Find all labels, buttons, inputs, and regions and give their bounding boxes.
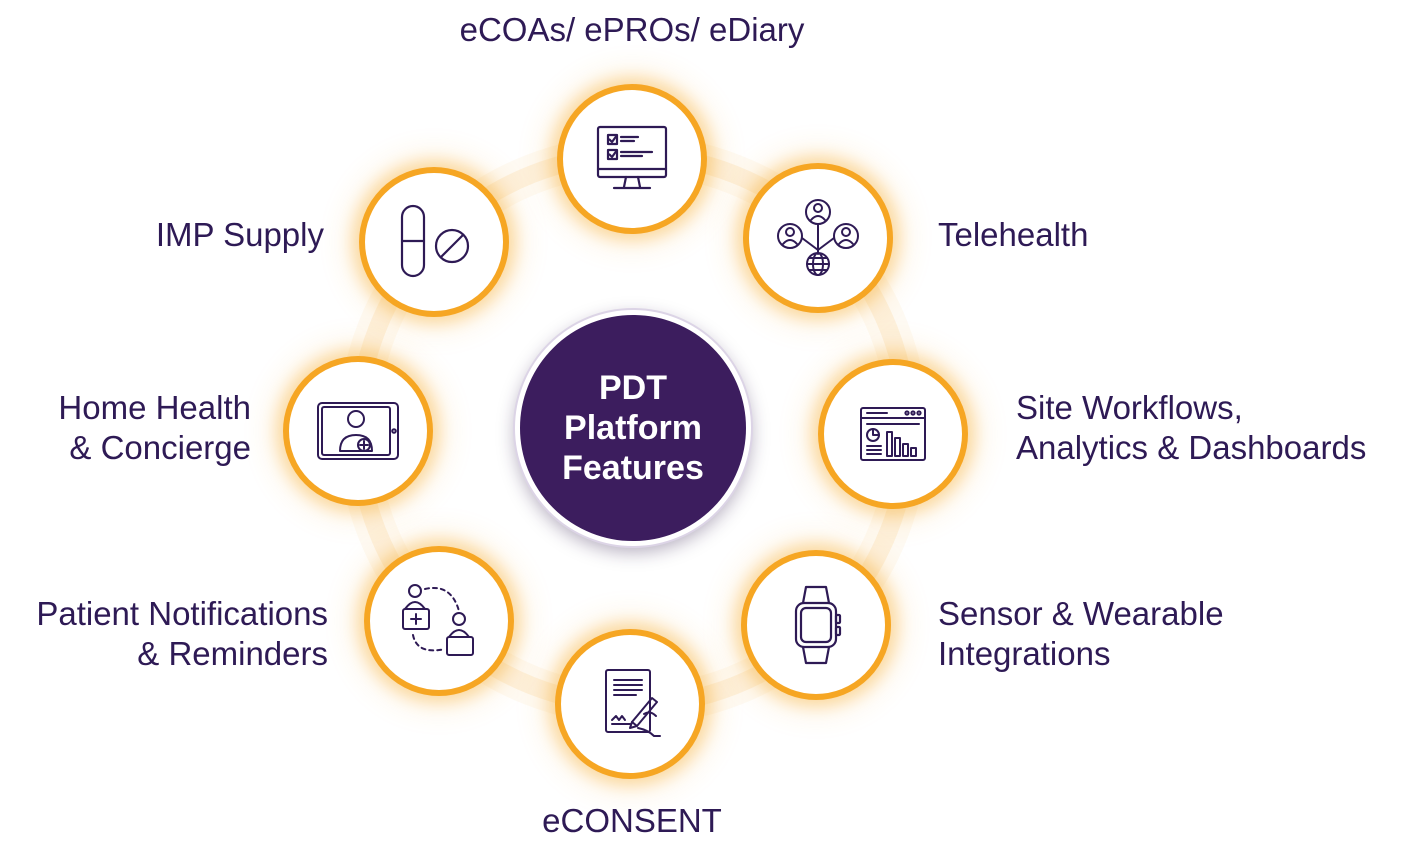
node-patient-notifications (364, 546, 514, 696)
label-site-workflows: Site Workflows, Analytics & Dashboards (1016, 389, 1367, 466)
node-home-health (283, 356, 433, 506)
signed-document-icon (605, 669, 661, 737)
center-title-line-3: Features (562, 449, 704, 487)
center-hub: PDT Platform Features (515, 310, 751, 546)
label-imp-supply: IMP Supply (155, 216, 324, 253)
node-econsent (555, 629, 705, 779)
network-people-icon (777, 199, 859, 276)
dashboard-icon (860, 407, 926, 461)
label-home-health: Home Health & Concierge (58, 389, 251, 466)
label-econsent: eCONSENT (542, 802, 722, 839)
label-patient-notifications: Patient Notifications & Reminders (36, 595, 328, 672)
node-site-workflows (818, 359, 968, 509)
node-imp-supply (359, 167, 509, 317)
pills-icon (400, 204, 470, 278)
center-title-line-2: Platform (564, 409, 702, 447)
label-telehealth: Telehealth (938, 216, 1089, 253)
label-ecoa: eCOAs/ ePROs/ eDiary (459, 11, 805, 48)
notification-exchange-icon (402, 584, 474, 656)
tablet-doctor-icon (317, 402, 399, 460)
node-ecoa (557, 84, 707, 234)
checklist-monitor-icon (596, 125, 668, 190)
label-sensor-wearable: Sensor & Wearable Integrations (938, 595, 1224, 672)
node-telehealth (743, 163, 893, 313)
smartwatch-icon (794, 585, 842, 665)
center-title-line-1: PDT (599, 369, 667, 407)
node-sensor-wearable (741, 550, 891, 700)
